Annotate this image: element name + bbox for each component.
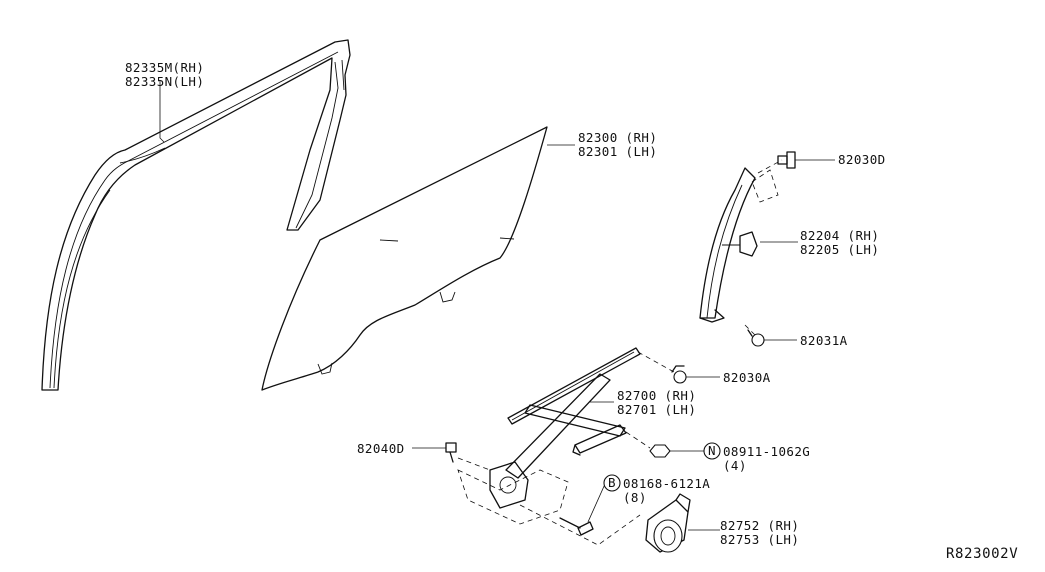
window-regulator [489,347,641,509]
leader-lines [159,80,835,531]
label-nut-part: 08911-1062G [723,444,810,459]
bolt-82040D-icon [445,442,457,463]
screw-82031A-icon [747,329,765,347]
bolt-82030A-icon [671,365,687,384]
bolt-symbol-circle [603,474,621,492]
door-sash-channel [41,39,351,391]
label-glass-lh: 82301 (LH) [578,144,657,159]
part-labels: 82335M(RH) 82335N(LH) 82300 (RH) 82301 (… [125,60,1018,562]
label-regulator-lh: 82701 (LH) [617,402,696,417]
label-sash-lh: 82335N(LH) [125,74,204,89]
bolt-08168-icon [559,517,594,536]
label-sash-rh: 82335M(RH) [125,60,204,75]
rear-partition-sash [699,167,758,323]
label-partition-lh: 82205 (LH) [800,242,879,257]
assembly-guides [457,159,783,546]
label-nut-qty: (4) [723,458,747,473]
window-motor [645,493,691,553]
label-motor-lh: 82753 (LH) [720,532,799,547]
label-partition-rh: 82204 (RH) [800,228,879,243]
label-bolt-part: 08168-6121A [623,476,710,491]
nut-callout: N 08911-1062G (4) [703,442,810,473]
nut-08911-icon [649,444,671,458]
nut-symbol-circle [703,442,721,460]
label-82030D: 82030D [838,152,886,167]
label-motor-rh: 82752 (RH) [720,518,799,533]
diagram-reference-code: R823002V [946,546,1018,562]
label-82030A: 82030A [723,370,771,385]
label-82040D: 82040D [357,441,405,456]
label-82031A: 82031A [800,333,848,348]
label-regulator-rh: 82700 (RH) [617,388,696,403]
door-glass [261,126,548,391]
bolt-callout: B 08168-6121A (8) [603,474,710,505]
screw-82030D-icon [777,151,796,169]
label-glass-rh: 82300 (RH) [578,130,657,145]
bolt-symbol-letter: B [608,475,616,490]
label-bolt-qty: (8) [623,490,647,505]
nut-symbol-letter: N [708,443,716,458]
